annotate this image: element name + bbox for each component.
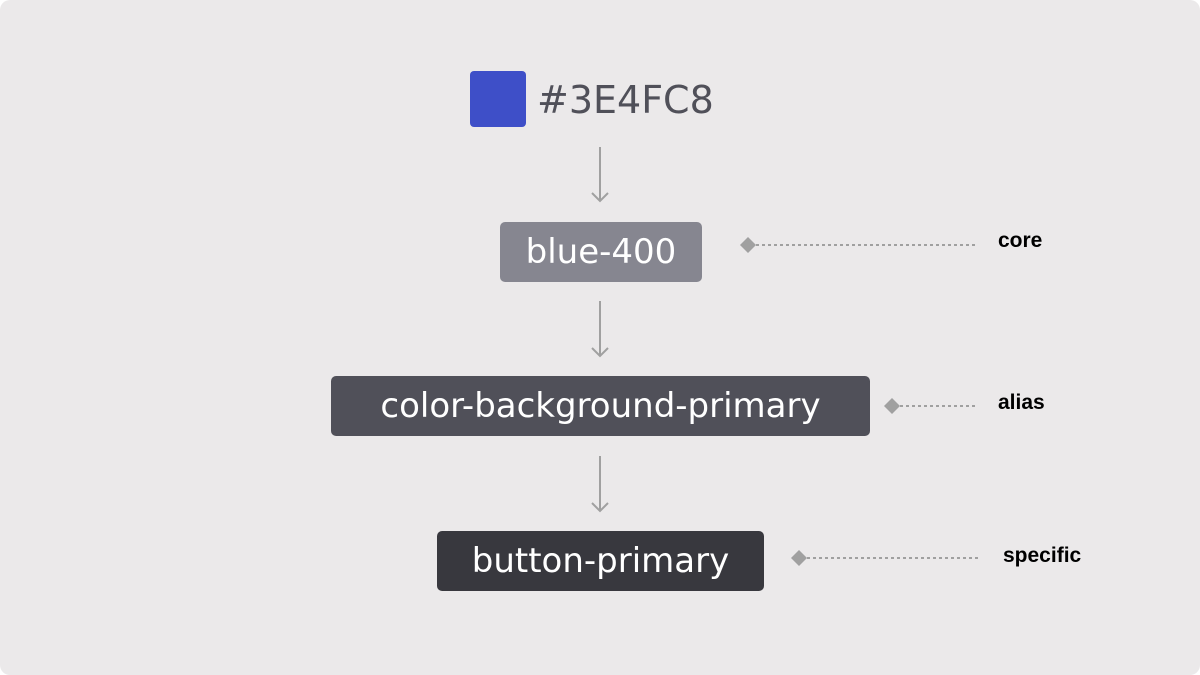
diamond-icon [740,237,756,253]
arrow-down-icon [591,147,609,203]
color-swatch [470,71,526,127]
arrow-down-icon [591,456,609,513]
token-core: blue-400 [500,222,702,282]
token-specific: button-primary [437,531,764,591]
arrow-down-icon [591,301,609,358]
diamond-icon [884,398,900,414]
token-alias: color-background-primary [331,376,870,436]
diamond-icon [791,550,807,566]
tier-label-specific: specific [1003,544,1082,567]
hex-value: #3E4FC8 [537,78,714,122]
tier-label-alias: alias [998,391,1045,414]
tier-label-core: core [998,229,1043,252]
